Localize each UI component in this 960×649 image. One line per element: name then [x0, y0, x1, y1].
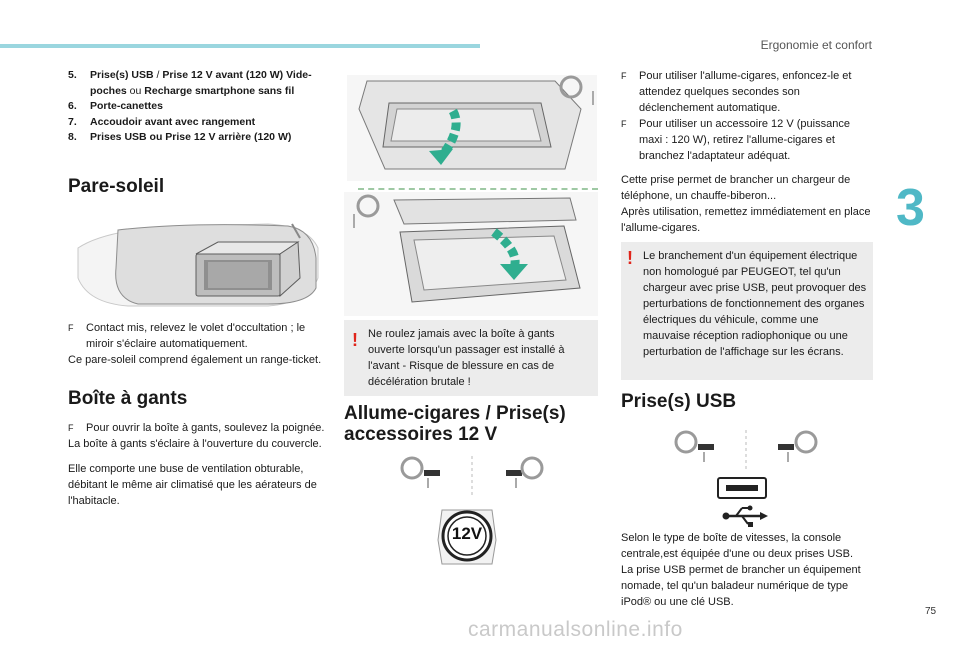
- socket-12v-icon: 12V: [432, 500, 502, 570]
- section-title-allume-cigares: Allume-cigares / Prise(s) accessoires 12…: [344, 403, 566, 445]
- list-item: 5. Prise(s) USB / Prise 12 V avant (120 …: [68, 68, 338, 99]
- console-12v-illustration: [394, 456, 554, 496]
- usb-port-icon: [712, 474, 772, 530]
- page-number: 75: [925, 606, 937, 617]
- section-title-boite-a-gants: Boîte à gants: [68, 388, 188, 409]
- bullet-item: F Contact mis, relevez le volet d'occult…: [68, 322, 306, 350]
- pare-soleil-text: F Contact mis, relevez le volet d'occult…: [68, 320, 330, 368]
- list-number: 6.: [68, 100, 77, 112]
- paragraph: Ce pare-soleil comprend également un ran…: [68, 354, 322, 366]
- paragraph: Cette prise permet de brancher un charge…: [621, 174, 871, 234]
- bullet-item: F Pour utiliser un accessoire 12 V (puis…: [621, 118, 850, 162]
- intro-list: 5. Prise(s) USB / Prise 12 V avant (120 …: [68, 68, 338, 146]
- warning-icon: !: [627, 248, 633, 268]
- glovebox-open-illustration: [344, 68, 600, 186]
- warning-icon: !: [352, 330, 358, 350]
- paragraph: La boîte à gants s'éclaire à l'ouverture…: [68, 438, 322, 450]
- list-item: 8. Prises USB ou Prise 12 V arrière (120…: [68, 130, 338, 146]
- list-text: Prise(s) USB / Prise 12 V avant (120 W) …: [90, 69, 312, 97]
- list-number: 5.: [68, 69, 77, 81]
- list-text: Porte-canettes: [90, 100, 163, 112]
- glovebox-lid-illustration: [344, 192, 598, 316]
- bullet-marker-icon: F: [68, 323, 74, 333]
- warning-box-glovebox: ! Ne roulez jamais avec la boîte à gants…: [344, 320, 598, 396]
- list-text: Prises USB ou Prise 12 V arrière (120 W): [90, 131, 292, 143]
- list-item: 7. Accoudoir avant avec rangement: [68, 115, 338, 131]
- section-title-prises-usb: Prise(s) USB: [621, 391, 737, 412]
- bullet-marker-icon: F: [621, 119, 627, 129]
- section-header: Ergonomie et confort: [760, 38, 872, 52]
- sun-visor-illustration: [68, 218, 322, 310]
- warning-text: Ne roulez jamais avec la boîte à gants o…: [368, 328, 565, 388]
- paragraph: Elle comporte une buse de ventilation ob…: [68, 463, 317, 507]
- list-number: 8.: [68, 131, 77, 143]
- header-accent-bar: [0, 44, 480, 48]
- warning-box-equipment: ! Le branchement d'un équipement électri…: [621, 242, 873, 380]
- usb-paragraph: Selon le type de boîte de vitesses, la c…: [621, 532, 861, 608]
- allume-instructions: F Pour utiliser l'allume-cigares, enfonc…: [621, 68, 871, 236]
- bullet-item: F Pour ouvrir la boîte à gants, soulevez…: [68, 422, 325, 434]
- boite-gants-text: F Pour ouvrir la boîte à gants, soulevez…: [68, 420, 330, 509]
- watermark: carmanualsonline.info: [468, 618, 683, 641]
- warning-text: Le branchement d'un équipement électriqu…: [643, 250, 867, 358]
- chapter-number: 3: [896, 179, 925, 237]
- socket-label: 12V: [451, 524, 483, 543]
- list-item: 6. Porte-canettes: [68, 99, 338, 115]
- list-number: 7.: [68, 115, 77, 128]
- list-text: Accoudoir avant avec rangement: [90, 115, 256, 128]
- console-usb-illustration: [672, 430, 822, 470]
- bullet-marker-icon: F: [68, 423, 74, 433]
- section-title-pare-soleil: Pare-soleil: [68, 176, 165, 197]
- illustration-divider: [358, 188, 598, 192]
- bullet-marker-icon: F: [621, 71, 627, 81]
- bullet-item: F Pour utiliser l'allume-cigares, enfonc…: [621, 70, 852, 114]
